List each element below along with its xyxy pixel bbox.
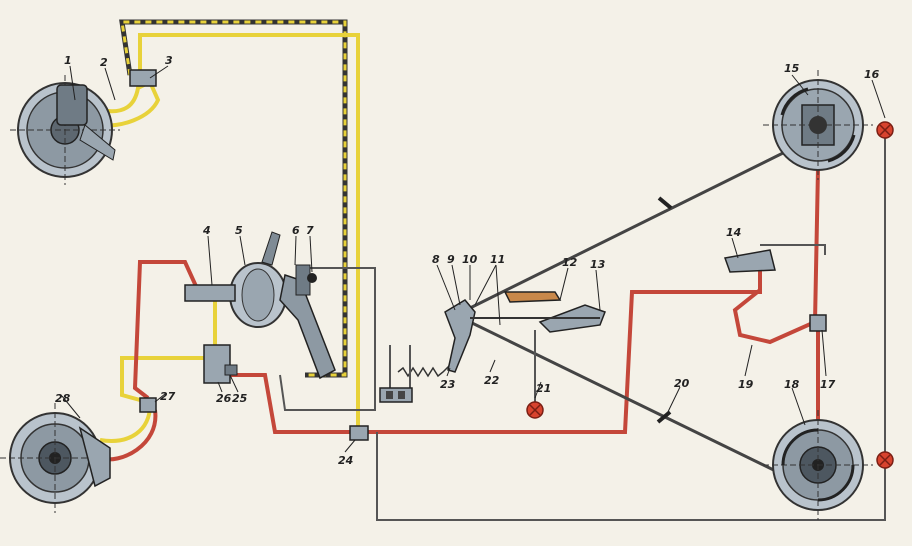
wire-bottom-loop — [376, 130, 886, 521]
label-10: 10 — [462, 253, 478, 266]
label-17: 17 — [820, 378, 836, 391]
label-18: 18 — [784, 378, 800, 391]
label-14: 14 — [726, 226, 741, 239]
label-1: 1 — [64, 54, 72, 67]
label-5: 5 — [235, 224, 243, 237]
label-20: 20 — [674, 377, 690, 390]
tee-connector-24 — [349, 425, 369, 441]
electrical-wires — [279, 130, 886, 521]
callout-labels: 1 2 3 4 5 6 7 8 9 10 11 12 13 14 15 16 1… — [55, 54, 880, 467]
label-3: 3 — [165, 54, 173, 67]
vacuum-booster-assembly — [184, 231, 336, 380]
front-left-upper-brake — [10, 75, 120, 185]
rear-upper-brake — [763, 70, 873, 180]
yellow-hose-front-left — [99, 79, 161, 128]
label-26: 26 — [216, 392, 232, 405]
label-2: 2 — [100, 56, 108, 69]
cable-to-upper-rear — [461, 150, 786, 314]
leader-lines — [61, 65, 886, 453]
cable-guide-upper — [657, 196, 673, 210]
label-19: 19 — [738, 378, 754, 391]
label-28: 28 — [55, 392, 71, 405]
front-left-lower-brake — [0, 403, 111, 513]
master-cylinder — [184, 284, 236, 302]
parking-brake-cables — [397, 150, 791, 480]
spring-23 — [397, 364, 451, 378]
label-4: 4 — [202, 224, 211, 237]
label-21: 21 — [536, 382, 551, 395]
rear-lower-brake — [763, 410, 873, 520]
cable-guide-lower — [656, 410, 672, 424]
lever-handle — [503, 291, 562, 303]
pressure-regulator — [203, 344, 238, 384]
label-13: 13 — [590, 258, 606, 271]
label-11: 11 — [490, 253, 505, 266]
yellow-brake-lines — [99, 19, 360, 443]
parking-brake-lever — [444, 291, 606, 373]
label-15: 15 — [784, 62, 800, 75]
label-7: 7 — [306, 224, 314, 237]
brake-light-switch — [379, 387, 413, 403]
label-22: 22 — [484, 374, 500, 387]
label-24: 24 — [338, 454, 353, 467]
red-line-to-rear — [732, 167, 820, 345]
yellow-line-solid-loop — [138, 33, 360, 430]
label-6: 6 — [292, 224, 300, 237]
label-16: 16 — [864, 68, 880, 81]
cable-to-lower-rear — [469, 320, 791, 480]
red-line-left-loop — [132, 260, 202, 400]
wire-sensor — [279, 267, 376, 411]
warning-lamp-16-upper — [876, 121, 894, 139]
yellow-line-dashed-loop-fill — [120, 20, 347, 377]
wire-lever-14 — [760, 244, 826, 255]
yellow-line-to-lower-left — [120, 356, 210, 402]
tee-connector-17 — [809, 314, 827, 332]
tee-connector-3 — [129, 69, 157, 87]
warning-lamp-16-lower — [876, 451, 894, 469]
label-23: 23 — [440, 378, 456, 391]
label-12: 12 — [562, 256, 578, 269]
label-25: 25 — [232, 392, 248, 405]
label-27: 27 — [160, 390, 176, 403]
tee-connector-27 — [139, 397, 157, 413]
label-9: 9 — [447, 253, 455, 266]
label-8: 8 — [432, 253, 440, 266]
wire-switch — [389, 345, 411, 395]
regulator-14 — [723, 249, 776, 273]
warning-lamp-21 — [526, 401, 544, 419]
